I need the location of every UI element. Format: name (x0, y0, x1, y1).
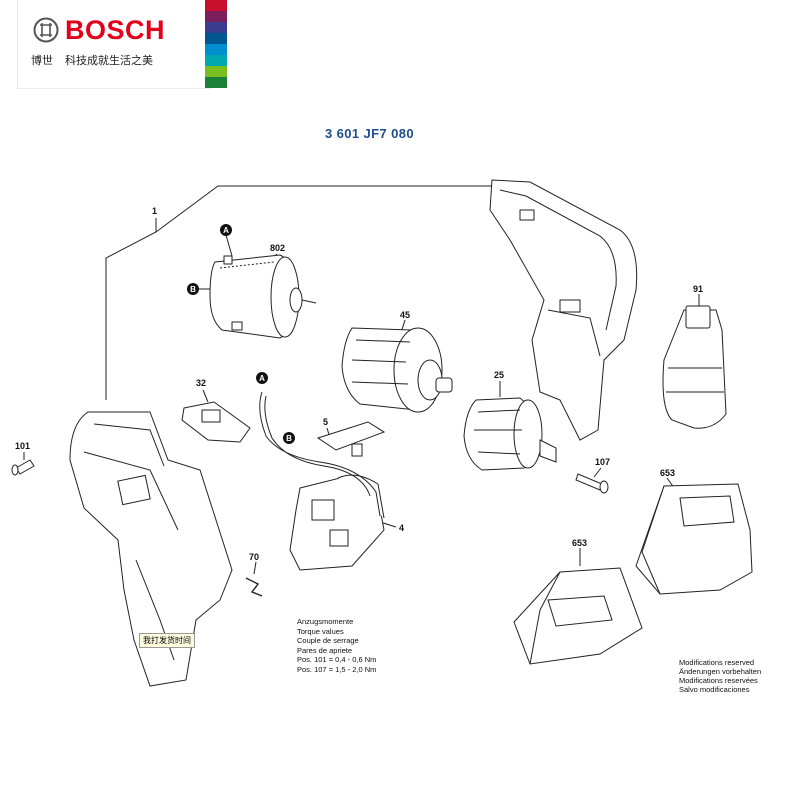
plate-part-32 (181, 401, 251, 443)
connector-b-wire-letter: B (286, 434, 292, 443)
part-label-91: 91 (693, 284, 703, 294)
part-label-70: 70 (249, 552, 259, 562)
charger-part-653-left (513, 567, 643, 665)
leader-a-motor (225, 234, 233, 257)
housing-half-right (489, 179, 638, 441)
part-label-653-left: 653 (572, 538, 587, 548)
leader-32 (202, 389, 209, 403)
battery-part-91 (662, 305, 727, 429)
group-bracket-line-top (155, 185, 492, 233)
part-label-25: 25 (494, 370, 504, 380)
group-bracket-line (105, 218, 157, 400)
screw-part-107 (575, 473, 609, 494)
part-label-32: 32 (196, 378, 206, 388)
brand-stripe (205, 22, 227, 34)
charger-part-653-right (635, 483, 753, 595)
connector-b-wire: B (283, 432, 295, 444)
brand-logo: BOSCH 博世科技成就生活之美 (17, 0, 227, 89)
connector-a-motor: A (220, 224, 232, 236)
plate-part-5 (316, 421, 386, 457)
brand-stripe (205, 77, 227, 88)
modification-note-de: Änderungen vorbehalten (679, 667, 762, 676)
brand-stripe (205, 0, 227, 12)
part-label-101: 101 (15, 441, 30, 451)
connector-a-wire-letter: A (259, 374, 265, 383)
torque-note-fr: Couple de serrage (297, 636, 359, 645)
part-label-653-right: 653 (660, 468, 675, 478)
brand-subtitle: 博世科技成就生活之美 (31, 52, 153, 68)
part-label-5: 5 (323, 417, 328, 427)
brand-stripe (205, 66, 227, 78)
torque-note-de: Anzugsmomente (297, 617, 354, 626)
brand-wordmark: BOSCH (65, 15, 166, 45)
brand-chinese-name: 博世 (31, 54, 53, 67)
leader-70 (253, 561, 257, 575)
part-label-4: 4 (399, 523, 404, 533)
torque-pos-101: Pos. 101 = 0,4 - 0,6 Nm (297, 655, 377, 664)
motor-part-802 (209, 254, 317, 339)
document-number: 3 601 JF7 080 (325, 126, 415, 141)
connector-b-motor: B (187, 283, 199, 295)
clip-part-70 (245, 577, 263, 597)
part-label-1: 1 (152, 206, 157, 216)
torque-note-es: Pares de apriete (297, 645, 353, 655)
part-label-107: 107 (595, 457, 610, 467)
modification-note-en: Modifications reserved (679, 658, 755, 667)
chuck-part-25 (463, 397, 557, 471)
torque-note-en: Torque values (297, 626, 344, 636)
switch-part-4 (289, 474, 385, 571)
modification-note-es: Salvo modificaciones (679, 685, 750, 694)
modifications-notice: Modifications reserved Änderungen vorbeh… (679, 658, 761, 694)
brand-stripe (205, 44, 227, 56)
torque-notes: Anzugsmomente Torque values Couple de se… (297, 617, 376, 674)
screw-part-101 (11, 459, 35, 476)
torque-pos-107: Pos. 107 = 1,5 - 2,0 Nm (297, 664, 377, 674)
bosch-armature-icon (33, 17, 59, 43)
connector-a-wire: A (256, 372, 268, 384)
gearbox-part-45 (341, 327, 453, 413)
connector-a-motor-letter: A (223, 226, 229, 235)
leader-107 (593, 467, 602, 478)
modification-note-fr: Modifications reservées (679, 676, 758, 685)
part-label-45: 45 (400, 310, 410, 320)
wire-harness (259, 391, 381, 517)
part-label-802: 802 (270, 243, 285, 253)
housing-half-left (69, 411, 233, 687)
shipping-time-stamp: 我打发货时间 (139, 633, 195, 648)
brand-slogan: 科技成就生活之美 (65, 54, 153, 67)
connector-b-motor-letter: B (190, 285, 196, 294)
brand-stripe (205, 33, 227, 45)
brand-color-stripes (205, 0, 227, 88)
brand-stripe (205, 55, 227, 67)
brand-stripe (205, 11, 227, 23)
